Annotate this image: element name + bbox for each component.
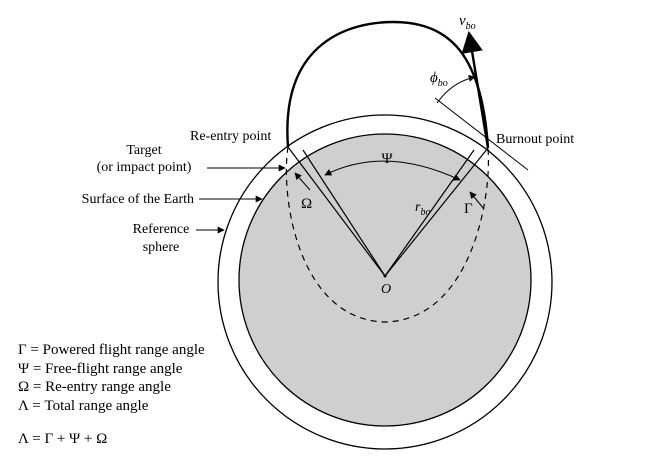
legend: Γ = Powered flight range angle Ψ = Free-… <box>18 342 205 414</box>
phi-bo-arc <box>436 74 476 104</box>
radius-to-burnout <box>384 147 489 277</box>
surface-label: Surface of the Earth <box>82 192 194 207</box>
legend-line: Ω = Re-entry range angle <box>18 379 171 395</box>
earth-surface-circle <box>238 133 532 427</box>
legend-line: Ψ = Free-flight range angle <box>18 361 183 377</box>
center-point <box>383 274 387 278</box>
reference-label-line1: Reference <box>133 222 190 237</box>
burnout-point-label: Burnout point <box>496 132 574 147</box>
radius-to-reentry <box>287 146 386 277</box>
total-range-equation: Λ = Γ + Ψ + Ω <box>18 431 107 447</box>
center-label: O <box>381 282 391 297</box>
radius-to-reentry-inner <box>302 149 386 277</box>
reference-label-line2: sphere <box>143 240 180 255</box>
psi-arc <box>324 160 461 181</box>
gamma-arrow <box>469 191 485 210</box>
reference-sphere-circle <box>217 114 553 450</box>
phi-bo-label: ϕbo <box>430 70 448 89</box>
legend-line: Λ = Total range angle <box>18 398 149 414</box>
omega-arrow <box>294 172 311 191</box>
psi-label: Ψ <box>381 151 393 167</box>
target-label-line1: Target <box>126 143 161 158</box>
velocity-vector <box>461 30 490 149</box>
target-label-line2: (or impact point) <box>97 160 192 175</box>
r-bo-label: rbo <box>415 200 430 218</box>
gamma-label: Γ <box>464 201 473 217</box>
v-bo-label: vbo <box>459 13 476 32</box>
trajectory-ellipse-dashed <box>285 146 490 323</box>
omega-label: Ω <box>301 196 312 212</box>
reentry-point-label: Re-entry point <box>190 129 271 144</box>
legend-line: Γ = Powered flight range angle <box>18 342 205 358</box>
local-horizontal-line <box>434 97 529 171</box>
